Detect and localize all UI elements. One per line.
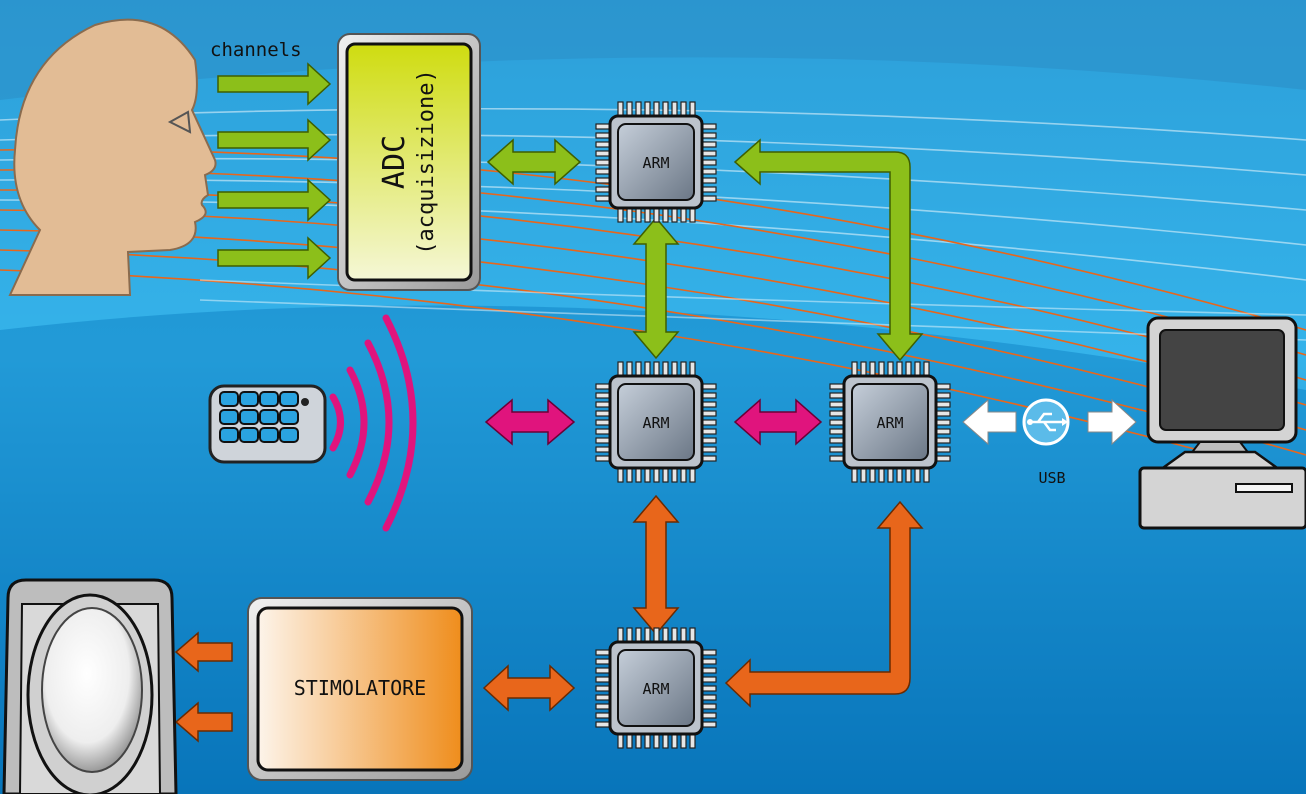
arm-middle-right-arrow <box>733 398 823 446</box>
desktop-computer-icon <box>1138 316 1306 530</box>
channel-arrow <box>217 118 332 162</box>
remote-control-icon <box>208 384 327 464</box>
adc-title: ADC <box>377 135 412 189</box>
stimulus-arrow-lower <box>174 701 233 743</box>
stimolatore-block: STIMOLATORE <box>247 597 473 781</box>
adc-arm-arrow <box>486 138 582 186</box>
arm-middle-label: ARM <box>642 414 669 432</box>
oval-display-icon <box>2 578 178 794</box>
arm-top-label: ARM <box>642 154 669 172</box>
adc-subtitle: (acquisizione) <box>414 69 439 254</box>
arm-right-label: ARM <box>876 414 903 432</box>
usb-arrow-left <box>962 398 1017 446</box>
arm-chip-bottom: ARM <box>595 627 717 749</box>
stimulus-arrow-upper <box>174 631 233 673</box>
usb-arrow-right <box>1087 398 1137 446</box>
wireless-waves-icon <box>329 314 417 532</box>
stimolatore-label: STIMOLATORE <box>294 676 426 700</box>
arm-chip-middle: ARM <box>595 361 717 483</box>
wireless-arm-arrow <box>484 398 576 446</box>
arm-chip-top: ARM <box>595 101 717 223</box>
head-profile-icon <box>8 18 217 296</box>
arm-bottom-label: ARM <box>642 680 669 698</box>
usb-label: USB <box>1038 469 1065 487</box>
adc-block: ADC (acquisizione) <box>337 33 481 291</box>
arm-top-right-arrow <box>733 138 924 362</box>
arm-bottom-right-arrow <box>724 500 924 708</box>
arm-top-middle-arrow <box>632 216 680 360</box>
channel-arrow <box>217 178 332 222</box>
channels-label: channels <box>210 39 302 61</box>
channel-arrows <box>217 62 332 280</box>
stimolatore-arm-arrow <box>482 664 576 712</box>
channel-arrow <box>217 62 332 106</box>
arm-chip-right: ARM <box>829 361 951 483</box>
usb-icon <box>1022 398 1070 446</box>
channel-arrow <box>217 236 332 280</box>
